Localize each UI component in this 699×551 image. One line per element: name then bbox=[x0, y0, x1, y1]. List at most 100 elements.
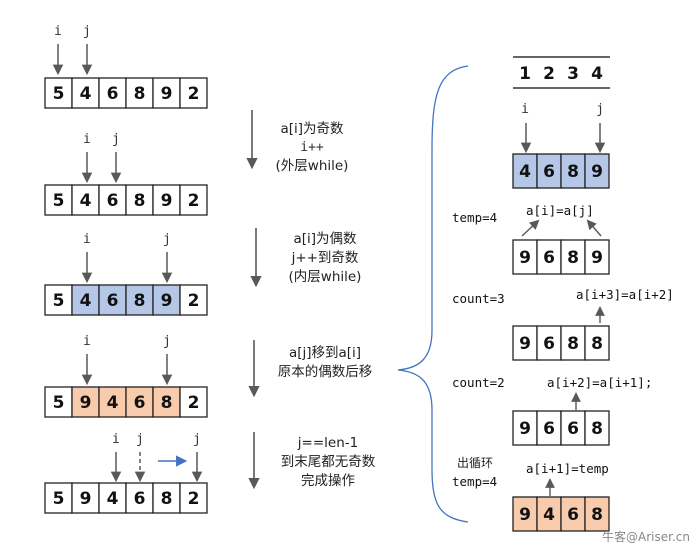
assign-annotation: a[i+3]=a[i+2] bbox=[576, 287, 674, 302]
array-cell-value: 4 bbox=[80, 291, 92, 311]
array-cell-value: 9 bbox=[519, 334, 531, 354]
step-4-line-3: 完成操作 bbox=[301, 473, 355, 489]
array-cell bbox=[512, 410, 538, 446]
array-cell-value: 4 bbox=[543, 505, 555, 525]
array-cell bbox=[584, 410, 610, 446]
array-cell-value: 6 bbox=[567, 419, 579, 439]
array-cell bbox=[125, 184, 154, 216]
array-cell bbox=[98, 482, 127, 514]
pointer-j-label: j bbox=[163, 232, 171, 247]
assign-annotation: a[i+2]=a[i+1]; bbox=[547, 375, 652, 390]
assign-arrow bbox=[521, 219, 540, 237]
pointer-j-label: j bbox=[136, 432, 144, 447]
array-cell-value: 8 bbox=[161, 393, 173, 413]
array-cell-value: 9 bbox=[591, 162, 603, 182]
array-cell bbox=[44, 386, 73, 418]
array-cell-value: 4 bbox=[107, 393, 119, 413]
array-cell-value: 2 bbox=[188, 84, 200, 104]
array-cell-value: 6 bbox=[107, 291, 119, 311]
array-cell-value: 4 bbox=[519, 162, 531, 182]
array-cell-value: 6 bbox=[543, 419, 555, 439]
array-cell bbox=[125, 77, 154, 109]
array-cell-value: 6 bbox=[567, 505, 579, 525]
array-cell-value: 8 bbox=[134, 291, 146, 311]
array-cell-value: 2 bbox=[188, 191, 200, 211]
step-3-line-1: a[j]移到a[i] bbox=[289, 345, 361, 361]
pointer-i-label: i bbox=[83, 132, 91, 147]
pointer-j-label: j bbox=[112, 132, 120, 147]
array-cell-value: 8 bbox=[161, 489, 173, 509]
array-cell-value: 8 bbox=[134, 191, 146, 211]
array-cell bbox=[152, 284, 181, 316]
array-cell-value: 5 bbox=[53, 489, 65, 509]
array-cell bbox=[179, 184, 208, 216]
pointer-j-label: j bbox=[163, 334, 171, 349]
array-cell bbox=[536, 496, 562, 532]
exit-loop-annotation: 出循环 bbox=[457, 456, 493, 470]
array-cell bbox=[152, 386, 181, 418]
array-cell-value: 9 bbox=[161, 191, 173, 211]
step-3-line-2: 原本的偶数后移 bbox=[278, 364, 373, 380]
array-cell-value: 6 bbox=[543, 248, 555, 268]
array-cell-value: 2 bbox=[188, 291, 200, 311]
pointer-j-label: j bbox=[83, 24, 91, 39]
array-cell-value: 8 bbox=[134, 84, 146, 104]
array-cell-value: 6 bbox=[134, 489, 146, 509]
pointer-i-label: i bbox=[54, 24, 62, 39]
assign-arrow bbox=[586, 219, 602, 237]
array-cell-value: 8 bbox=[591, 334, 603, 354]
array-cell bbox=[125, 386, 154, 418]
array-cell-value: 9 bbox=[519, 248, 531, 268]
array-cell-value: 9 bbox=[161, 291, 173, 311]
index-cell: 4 bbox=[591, 64, 603, 84]
array-cell-value: 4 bbox=[107, 489, 119, 509]
array-cell bbox=[512, 153, 538, 189]
array-cell-value: 6 bbox=[107, 191, 119, 211]
array-cell bbox=[71, 284, 100, 316]
array-cell-value: 4 bbox=[80, 191, 92, 211]
index-cell: 3 bbox=[567, 64, 579, 84]
pointer-i-label: i bbox=[83, 232, 91, 247]
array-cell-value: 5 bbox=[53, 393, 65, 413]
array-cell bbox=[560, 496, 586, 532]
array-cell bbox=[125, 482, 154, 514]
count-annotation: count=3 bbox=[452, 291, 505, 306]
array-cell-value: 8 bbox=[567, 248, 579, 268]
array-cell-value: 6 bbox=[107, 84, 119, 104]
step-2-line-1: a[i]为偶数 bbox=[293, 231, 357, 247]
array-cell bbox=[584, 496, 610, 532]
array-cell-value: 9 bbox=[519, 419, 531, 439]
array-cell bbox=[98, 77, 127, 109]
curly-brace bbox=[397, 65, 469, 523]
array-cell bbox=[584, 325, 610, 361]
array-cell bbox=[584, 153, 610, 189]
array-cell bbox=[512, 496, 538, 532]
array-cell bbox=[536, 325, 562, 361]
assign-annotation: a[i+1]=temp bbox=[526, 461, 609, 476]
array-cell-value: 6 bbox=[543, 162, 555, 182]
array-cell-value: 9 bbox=[80, 393, 92, 413]
array-cell-value: 4 bbox=[80, 84, 92, 104]
steps-column: a[i]为奇数 i++ (外层while) a[i]为偶数 j++到奇数 (内层… bbox=[246, 110, 376, 490]
pointer-i-label: i bbox=[112, 432, 120, 447]
pointer-j-label: j bbox=[596, 102, 604, 117]
array-cell-value: 8 bbox=[591, 419, 603, 439]
array-cell-value: 9 bbox=[161, 84, 173, 104]
pointer-i-label: i bbox=[83, 334, 91, 349]
array-cell bbox=[560, 153, 586, 189]
array-cell-value: 9 bbox=[591, 248, 603, 268]
step-1-line-1: a[i]为奇数 bbox=[280, 120, 344, 137]
array-cell bbox=[152, 184, 181, 216]
count-annotation: count=2 bbox=[452, 375, 505, 390]
step-2-line-2: j++到奇数 bbox=[291, 249, 359, 266]
